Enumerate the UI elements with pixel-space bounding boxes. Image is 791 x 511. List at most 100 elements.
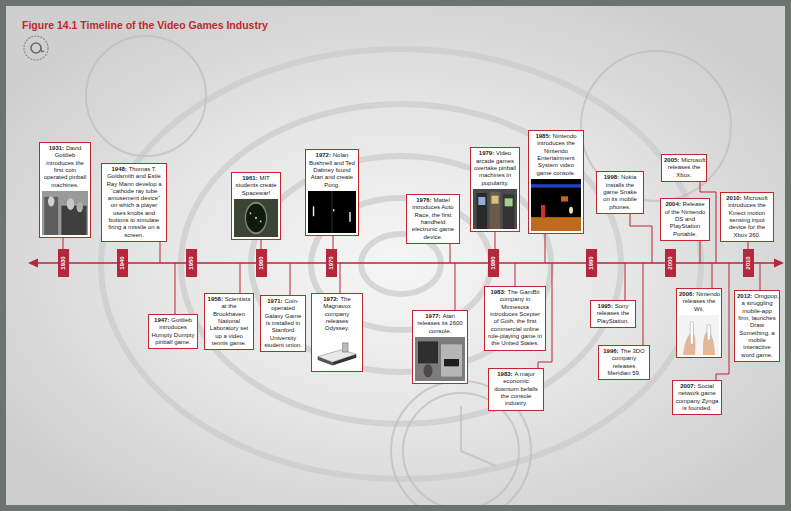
- event-text: 1961:MIT students create Spacewar!: [234, 175, 278, 197]
- year-marker: 1930: [58, 249, 69, 277]
- event-description: Scientists at the Brookhaven National La…: [210, 296, 251, 346]
- event-box: 1985:Nintendo introduces the Nintendo En…: [528, 130, 584, 234]
- event-year: 1983:: [490, 289, 505, 295]
- event-box: 2007:Social network game company Zynga i…: [672, 380, 722, 415]
- event-box: 1947:Gottlieb introduces Humpty Dumpty p…: [148, 314, 198, 349]
- year-label: 1940: [119, 256, 125, 269]
- event-description: Omgpop, a struggling mobile-app firm, la…: [738, 293, 779, 358]
- year-label: 1970: [328, 256, 334, 269]
- event-text: 1983:A major economic downturn befalls t…: [491, 371, 541, 408]
- photo-rect: [503, 194, 514, 229]
- event-box: 2012:Omgpop, a struggling mobile-app fir…: [734, 290, 780, 362]
- event-text: 2005:Microsoft releases the Xbox.: [664, 157, 704, 179]
- year-label: 2010: [745, 256, 751, 269]
- photo-rect: [44, 197, 58, 235]
- photo-rect: [349, 212, 350, 222]
- photo-path: [332, 354, 356, 365]
- event-description: Nintendo introduces the Nintendo Enterta…: [536, 133, 576, 176]
- photo-rect: [473, 189, 517, 229]
- photo-circle: [48, 196, 54, 206]
- event-box: 1977:Atari releases its 2600 console.: [412, 310, 468, 384]
- event-text: 1971:Coin-operated Galaxy Game is instal…: [263, 298, 303, 349]
- event-text: 1979:Video arcade games overtake pinball…: [473, 150, 517, 187]
- event-box: 2004:Release of the Nintendo DS and Play…: [660, 198, 710, 241]
- event-text: 1996:The 3DO company releases Meridian 5…: [601, 348, 647, 377]
- photo-rect: [505, 198, 513, 206]
- leader-line: [333, 236, 334, 249]
- event-text: 2004:Release of the Nintendo DS and Play…: [663, 201, 707, 238]
- event-box: 1971:Coin-operated Galaxy Game is instal…: [260, 295, 306, 352]
- leader-line: [515, 263, 516, 286]
- event-text: 1958:Scientists at the Brookhaven Nation…: [207, 296, 251, 347]
- year-marker: 1980: [488, 249, 499, 277]
- photo-rect: [690, 322, 693, 345]
- photo-rect: [234, 199, 278, 237]
- axis-arrowhead: [28, 259, 38, 268]
- photo-rect: [308, 191, 356, 233]
- event-year: 1958:: [208, 296, 223, 302]
- event-box: 1958:Scientists at the Brookhaven Nation…: [204, 293, 254, 350]
- leader-line: [160, 242, 161, 263]
- ring: [181, 104, 621, 424]
- leader-line: [240, 263, 241, 293]
- photo-rect: [531, 217, 581, 231]
- event-year: 1931:: [49, 145, 64, 151]
- event-year: 1996:: [603, 348, 618, 354]
- event-text: 1972:The Magnavox company releases Odyss…: [314, 296, 360, 333]
- leader-line: [712, 263, 713, 288]
- leader-line: [630, 214, 652, 263]
- photo-rect: [441, 344, 462, 376]
- event-photo: [473, 189, 517, 229]
- logo-tail: [41, 48, 44, 52]
- year-label: 1980: [490, 256, 496, 269]
- leader-line: [290, 263, 291, 295]
- photo-rect: [331, 191, 332, 233]
- event-photo: [415, 337, 465, 381]
- event-year: 1985:: [535, 133, 550, 139]
- event-box: 2006:Nintendo releases the Wii.: [676, 288, 722, 358]
- event-box: 2010:Microsoft introduces the Kinect mot…: [720, 192, 774, 242]
- event-photo: [679, 315, 719, 355]
- event-text: 1998:Nokia installs the game Snake on it…: [599, 174, 641, 211]
- event-box: 1983:A major economic downturn befalls t…: [488, 368, 544, 411]
- event-year: 1998:: [604, 174, 619, 180]
- event-box: 1948:Thomas T. Goldsmith and Estle Ray M…: [101, 163, 167, 242]
- photo-rect: [415, 337, 465, 381]
- event-year: 2007:: [680, 383, 695, 389]
- leader-line: [495, 232, 496, 249]
- leader-line: [450, 244, 451, 263]
- logo-core: [31, 43, 41, 53]
- photo-rect: [707, 324, 711, 340]
- photo-circle: [245, 203, 266, 233]
- event-year: 1995:: [598, 303, 613, 309]
- event-text: 1947:Gottlieb introduces Humpty Dumpty p…: [151, 317, 195, 346]
- leader-line: [455, 263, 456, 310]
- event-description: The GamBit company in Minnesota introduc…: [488, 289, 542, 346]
- event-photo: [308, 191, 356, 233]
- event-description: David Gottlieb introduces the first coin…: [44, 145, 87, 188]
- photo-circle: [77, 202, 83, 212]
- photo-rect: [491, 196, 498, 204]
- event-year: 2005:: [664, 157, 679, 163]
- photo-rect: [531, 184, 581, 187]
- photo-rect: [561, 196, 568, 201]
- event-description: Mattel introduces Auto Race, the first h…: [412, 197, 454, 240]
- event-year: 1972:: [316, 152, 331, 158]
- year-marker: 1940: [117, 249, 128, 277]
- leader-line: [760, 263, 761, 290]
- publisher-logo: [22, 34, 50, 62]
- event-box: 2005:Microsoft releases the Xbox.: [661, 154, 707, 182]
- photo-rect: [314, 335, 360, 369]
- event-text: 1976:Mattel introduces Auto Race, the fi…: [409, 197, 457, 241]
- event-box: 1983:The GamBit company in Minnesota int…: [484, 286, 546, 351]
- photo-circle: [255, 217, 257, 220]
- year-marker: 2010: [743, 249, 754, 277]
- photo-rect: [679, 315, 719, 355]
- leader-line: [545, 234, 546, 263]
- event-year: 2004:: [665, 201, 680, 207]
- event-photo: [42, 191, 88, 235]
- event-text: 2006:Nintendo releases the Wii.: [679, 291, 719, 313]
- leader-line: [63, 238, 64, 249]
- year-label: 1990: [588, 256, 594, 269]
- year-marker: 2000: [665, 249, 676, 277]
